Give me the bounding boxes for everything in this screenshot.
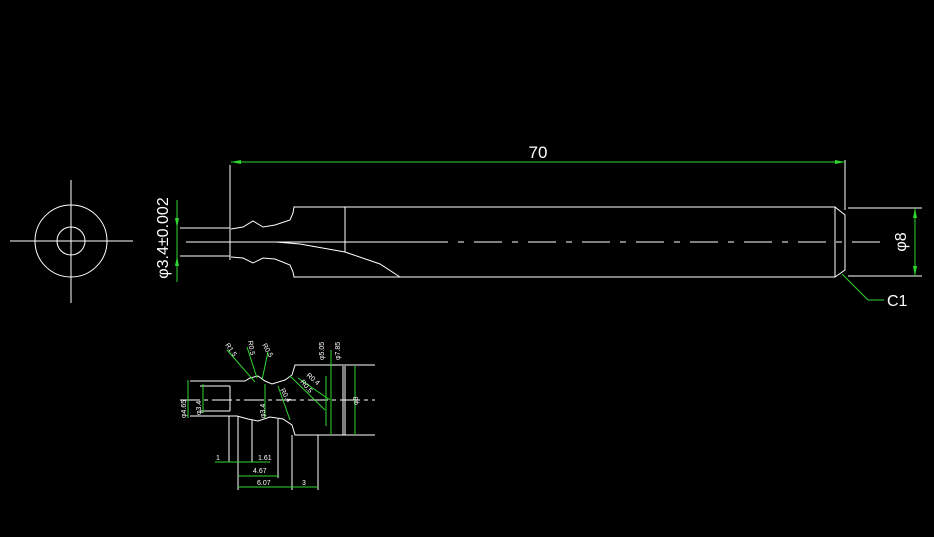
length-label: 4.67 xyxy=(253,468,267,475)
length-label: 6.07 xyxy=(257,480,271,487)
shank-dimension-text: φ3.4±0.002 xyxy=(155,197,172,279)
dim-length-70: 70 xyxy=(231,143,846,210)
diameter-label: φ3.4 xyxy=(196,401,203,415)
length-label: 3 xyxy=(302,480,306,487)
diameter-label: φ3.4 xyxy=(260,404,267,418)
dim-diameter-8: φ8 xyxy=(848,207,922,277)
radius-label: R0.4 xyxy=(278,388,292,404)
end-view xyxy=(10,180,133,303)
diameter-label: φ4.65 xyxy=(181,400,188,418)
dim-shank: φ3.4±0.002 xyxy=(155,197,179,282)
diameter-label: φ8 xyxy=(353,396,360,405)
length-label: 1 xyxy=(216,455,220,462)
chamfer-note: C1 xyxy=(887,293,908,310)
length-label: 1.61 xyxy=(258,455,272,462)
diameter-dimension-text: φ8 xyxy=(893,232,910,251)
diameter-label: φ7.85 xyxy=(335,342,342,360)
radius-label: R0.5 xyxy=(260,343,274,359)
radius-label: R0.5 xyxy=(246,340,255,356)
diameter-label: φ5.05 xyxy=(319,342,326,360)
side-view xyxy=(180,165,880,278)
chamfer-leader: C1 xyxy=(841,273,908,310)
length-dimension-text: 70 xyxy=(529,143,548,162)
radius-label: R1.5 xyxy=(223,342,237,358)
detail-view: R1.5 R0.5 R0.5 R0.4 R0.5 R0.4 φ4.65 φ3.4… xyxy=(180,340,375,490)
